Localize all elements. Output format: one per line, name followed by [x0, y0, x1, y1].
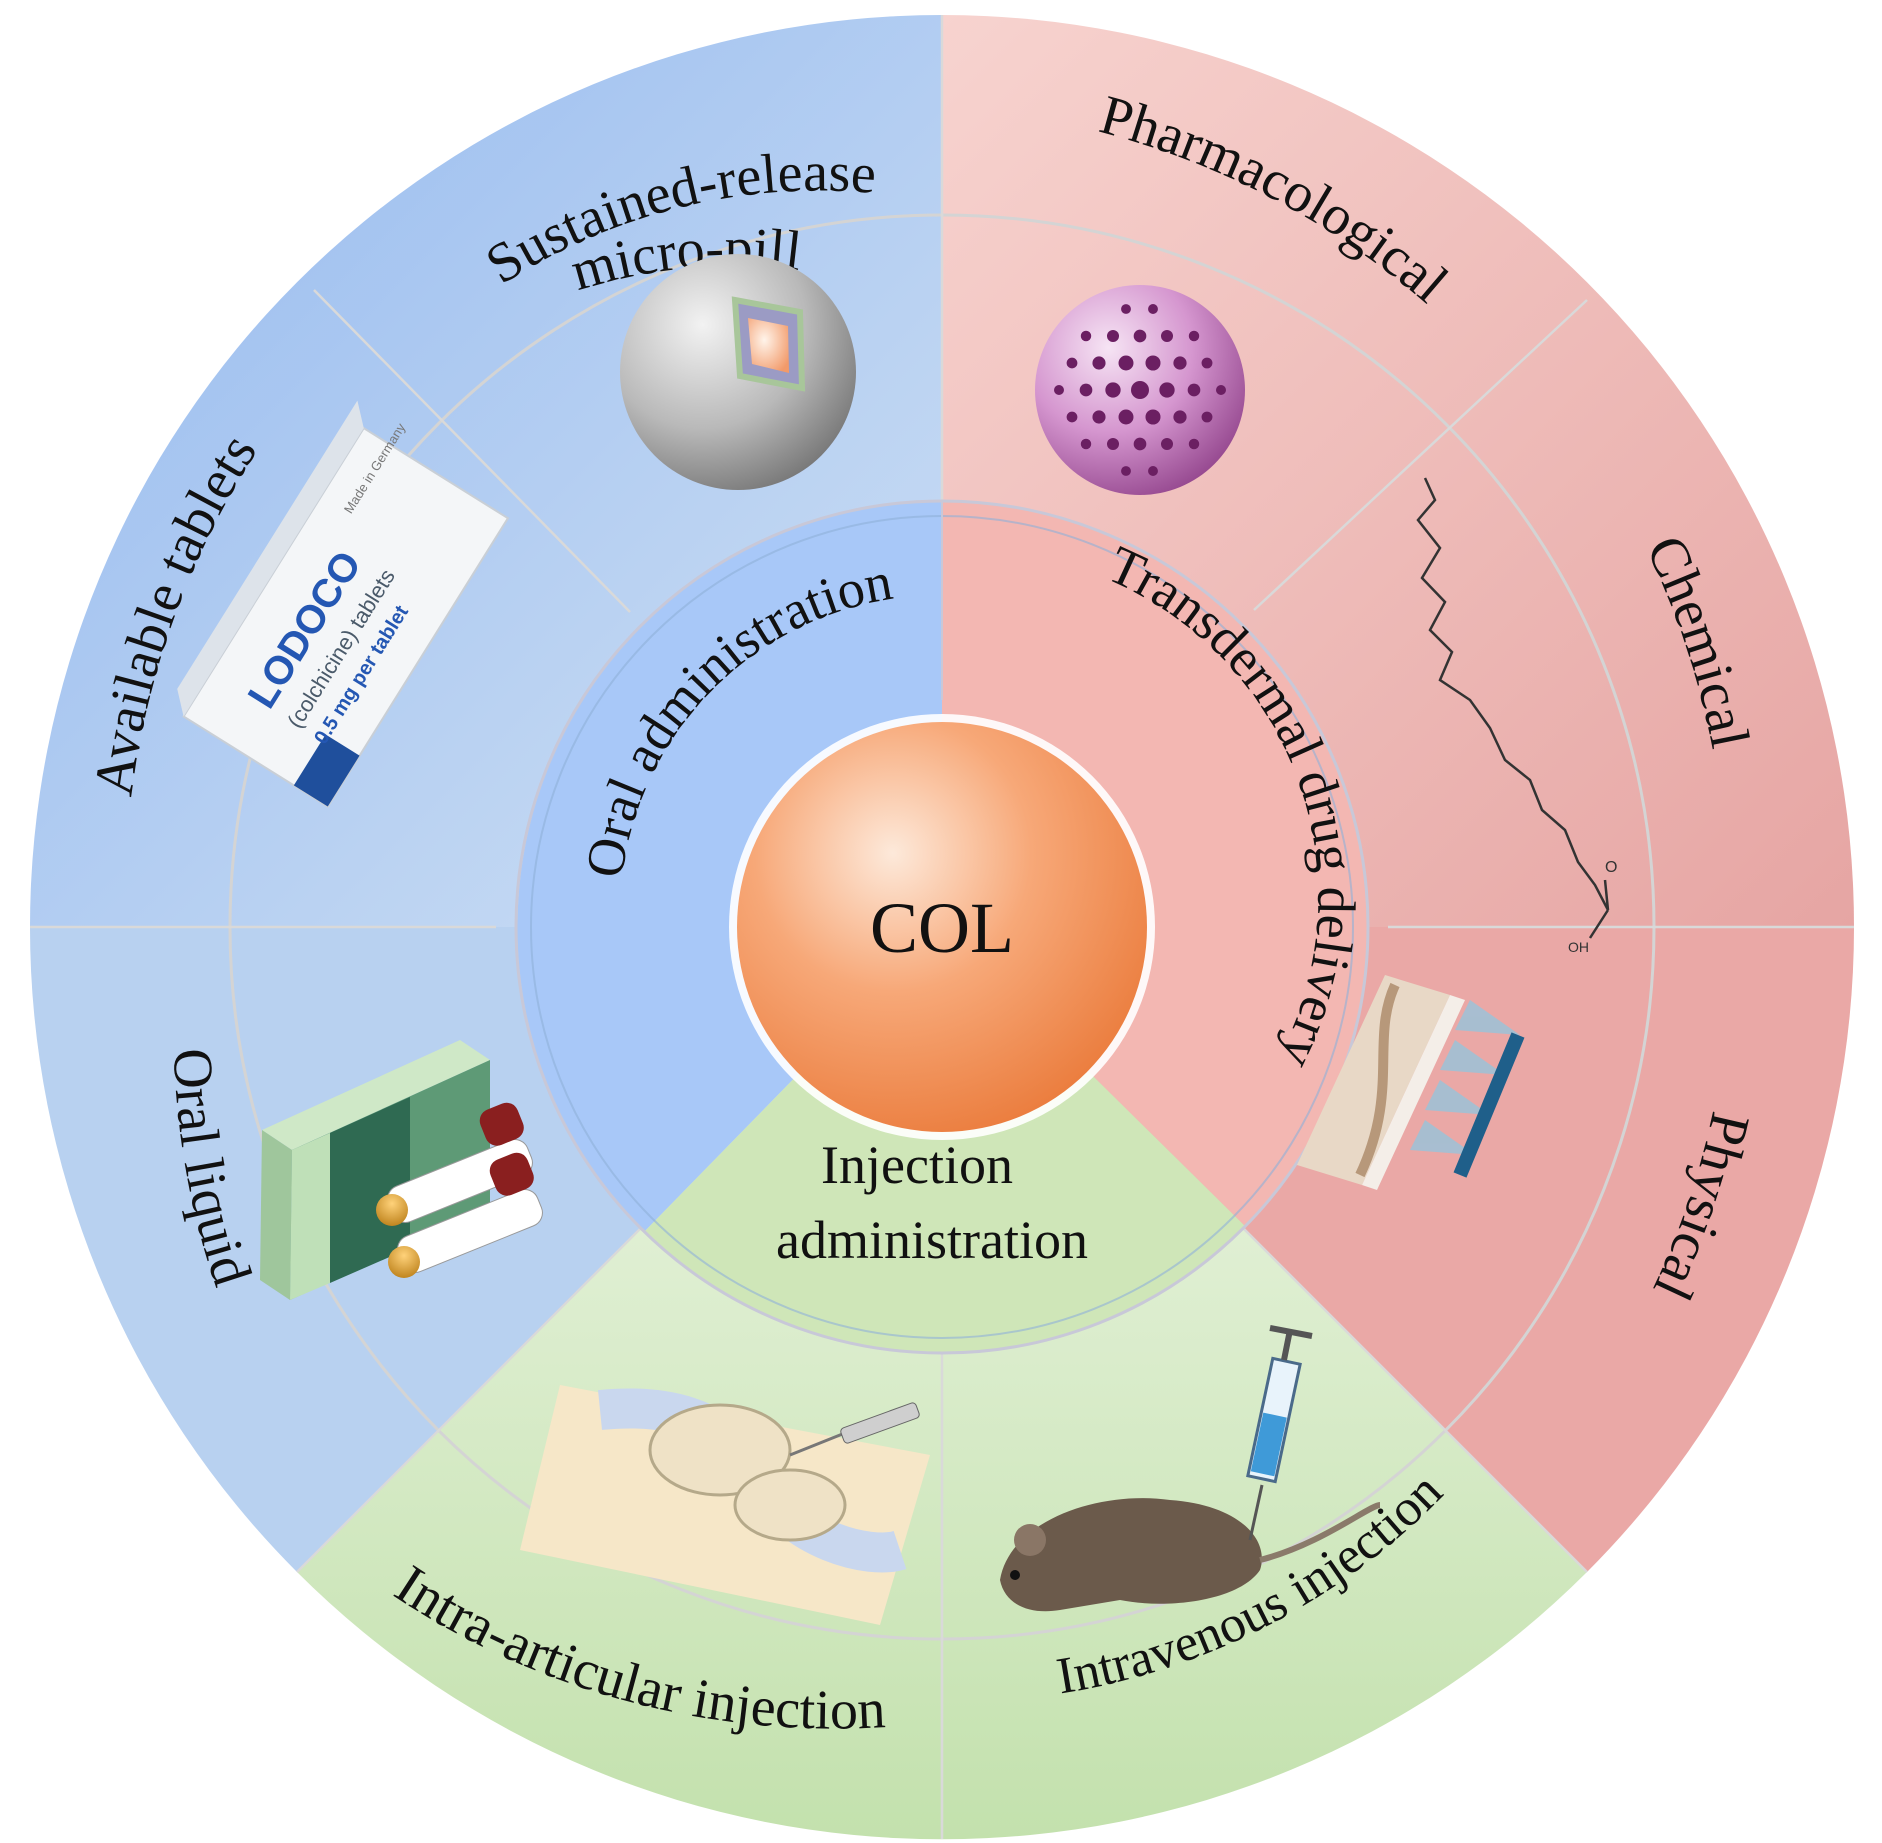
knee-joint-injection-icon — [520, 1385, 930, 1625]
nanoparticle-dot — [1079, 383, 1093, 397]
transdermal-route-sector — [942, 501, 1368, 1226]
nanoparticle-dot — [1201, 411, 1213, 423]
vial-icon — [388, 1152, 543, 1278]
nanoparticle-dot — [1121, 466, 1131, 476]
nanoparticle-dot — [1160, 437, 1174, 451]
hydroxyl-label: OH — [1568, 939, 1589, 955]
nanoparticle-dot — [1148, 466, 1158, 476]
nanoparticle-dot — [1066, 411, 1078, 423]
oral-route-sector — [517, 501, 942, 1231]
pharmacological-nanoparticle-icon — [1035, 285, 1245, 495]
nanoparticle-dot — [1188, 330, 1200, 342]
tablet-box-icon: LODOCO (colchicine) tablets 0.5 mg per t… — [177, 400, 510, 808]
nanoparticle-dot — [1133, 437, 1147, 451]
nanoparticle-dot — [1131, 381, 1149, 399]
nanoparticle-dot — [1121, 304, 1131, 314]
inner-ring — [514, 499, 1370, 1355]
nanoparticle-dot — [1173, 356, 1187, 370]
nanoparticle-dot — [1188, 438, 1200, 450]
outer-dividers — [30, 15, 1854, 1839]
nanoparticle-dot — [1159, 382, 1175, 398]
nanoparticle-dot — [1216, 385, 1226, 395]
injection-route-label-line1: Injection — [821, 1135, 1013, 1195]
nanoparticle-dot — [1080, 330, 1092, 342]
nanoparticle-dot — [1080, 438, 1092, 450]
nanoparticle-dot — [1133, 329, 1147, 343]
carbonyl-o-label: O — [1605, 859, 1617, 876]
center-label: COL — [870, 888, 1014, 968]
nanoparticle-dot — [1118, 355, 1134, 371]
microneedle-skin-icon — [1297, 975, 1525, 1190]
micro-pill-icon — [620, 254, 856, 490]
mouse-syringe-icon — [1000, 1325, 1381, 1612]
nanoparticle-dot — [1201, 357, 1213, 369]
nanoparticle-dot — [1187, 383, 1201, 397]
nanoparticle-dot — [1145, 355, 1161, 371]
syringe-icon — [1246, 1325, 1313, 1541]
nanoparticle-dot — [1105, 382, 1121, 398]
nanoparticle-dot — [1173, 410, 1187, 424]
nanoparticle-dot — [1145, 409, 1161, 425]
nanoparticle-dot — [1092, 356, 1106, 370]
nanoparticle-dot — [1106, 329, 1120, 343]
center-node: COL — [729, 714, 1155, 1140]
fatty-acid-structure-icon: O OH — [1416, 477, 1617, 955]
nanoparticle-dot — [1066, 357, 1078, 369]
injection-route-label-line2: administration — [776, 1210, 1088, 1270]
nanoparticle-dot — [1118, 409, 1134, 425]
nanoparticle-dot — [1054, 385, 1064, 395]
oral-liquid-box-icon — [260, 1040, 543, 1300]
nanoparticle-dot — [1092, 410, 1106, 424]
nanoparticle-dot — [1106, 437, 1120, 451]
nanoparticle-dot — [1160, 329, 1174, 343]
nanoparticle-dot — [1148, 304, 1158, 314]
